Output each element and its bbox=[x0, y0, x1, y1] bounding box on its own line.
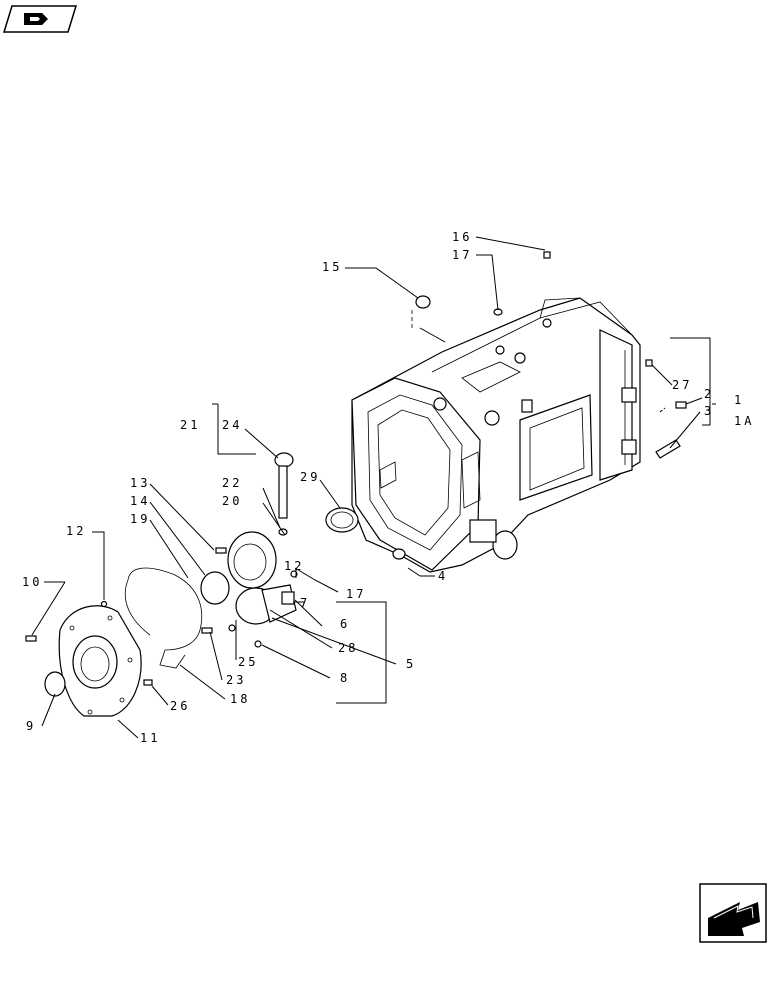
callout-5[interactable]: 5 bbox=[406, 657, 416, 671]
callout-19[interactable]: 19 bbox=[130, 512, 150, 526]
part-13-bolt bbox=[215, 547, 227, 554]
next-arrow-icon[interactable] bbox=[699, 883, 767, 943]
callout-23[interactable]: 23 bbox=[226, 673, 246, 687]
part-23-bolt bbox=[201, 627, 213, 634]
transmission-housing bbox=[351, 297, 641, 573]
part-19-ring bbox=[200, 571, 230, 605]
part-12-washer-a bbox=[100, 600, 108, 608]
part-16-plug bbox=[543, 251, 551, 259]
part-18-gasket bbox=[124, 567, 203, 669]
part-8-screw bbox=[254, 640, 262, 648]
callout-14[interactable]: 14 bbox=[130, 494, 150, 508]
part-4-oring bbox=[392, 548, 406, 560]
callout-1A[interactable]: 1A bbox=[734, 414, 754, 428]
callout-15[interactable]: 15 bbox=[322, 260, 342, 274]
leader-lines bbox=[31, 236, 716, 739]
book-hand-icon[interactable] bbox=[2, 5, 78, 33]
part-2-dowel bbox=[675, 401, 687, 409]
callout-4[interactable]: 4 bbox=[438, 569, 448, 583]
part-26-screw bbox=[143, 679, 153, 686]
part-29-cap bbox=[325, 507, 359, 533]
callout-28[interactable]: 28 bbox=[338, 641, 358, 655]
callout-12-right[interactable]: 12 bbox=[284, 559, 304, 573]
part-27-pin bbox=[645, 359, 653, 367]
callout-7[interactable]: 7 bbox=[300, 596, 310, 610]
callout-17-bottom[interactable]: 17 bbox=[346, 587, 366, 601]
part-29-cap-inner bbox=[330, 511, 354, 529]
part-9-snap-ring bbox=[44, 671, 66, 697]
part-3-stud bbox=[655, 439, 681, 459]
callout-27[interactable]: 27 bbox=[672, 378, 692, 392]
callout-12-left[interactable]: 12 bbox=[66, 524, 86, 538]
part-10-bolt bbox=[25, 635, 37, 642]
callouts: 16 17 15 27 2 1 3 1A 21 24 29 22 20 13 1… bbox=[22, 230, 754, 745]
callout-24[interactable]: 24 bbox=[222, 418, 242, 432]
callout-22[interactable]: 22 bbox=[222, 476, 242, 490]
callout-8[interactable]: 8 bbox=[340, 671, 350, 685]
callout-6[interactable]: 6 bbox=[340, 617, 350, 631]
callout-18[interactable]: 18 bbox=[230, 692, 250, 706]
part-5-pump bbox=[227, 531, 297, 632]
part-15-oring bbox=[415, 295, 431, 309]
callout-9[interactable]: 9 bbox=[26, 719, 36, 733]
callout-26[interactable]: 26 bbox=[170, 699, 190, 713]
callout-29[interactable]: 29 bbox=[300, 470, 320, 484]
callout-20[interactable]: 20 bbox=[222, 494, 242, 508]
callout-3[interactable]: 3 bbox=[704, 404, 714, 418]
callout-17-top[interactable]: 17 bbox=[452, 248, 472, 262]
callout-1[interactable]: 1 bbox=[734, 393, 744, 407]
callout-25[interactable]: 25 bbox=[238, 655, 258, 669]
callout-11[interactable]: 11 bbox=[140, 731, 160, 745]
callout-16[interactable]: 16 bbox=[452, 230, 472, 244]
callout-10[interactable]: 10 bbox=[22, 575, 42, 589]
part-11-cover bbox=[58, 605, 142, 717]
callout-13[interactable]: 13 bbox=[130, 476, 150, 490]
callout-21[interactable]: 21 bbox=[180, 418, 200, 432]
callout-2[interactable]: 2 bbox=[704, 387, 714, 401]
